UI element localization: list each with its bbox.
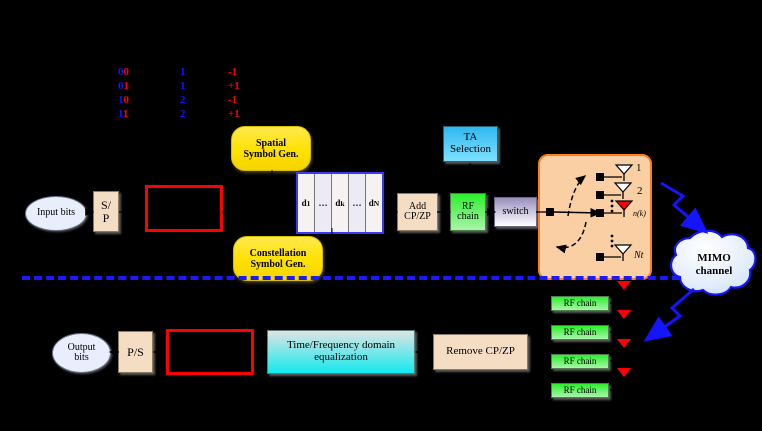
arrow-channel-to-rx	[643, 287, 695, 342]
equalization-line1: Time/Frequency domain	[286, 339, 396, 352]
bit-hi: 1	[118, 94, 124, 106]
equalization-block: Time/Frequency domain equalization	[267, 330, 415, 374]
receive-antenna-1	[610, 310, 631, 333]
callout-constellation-symbol-gen: Constellation Symbol Gen.	[233, 236, 323, 281]
symbol-cell-dots2: …	[349, 174, 366, 232]
symbol-d1-sub: 1	[306, 198, 311, 208]
rf-chain-label: RF chain	[563, 297, 597, 308]
callout-line1: Spatial	[255, 137, 286, 149]
antenna-label-nt: Nt	[634, 250, 644, 261]
sp-line1: S/	[100, 197, 111, 212]
symbol-dk-sub: k	[340, 198, 345, 208]
callout-spatial-symbol-gen: Spatial Symbol Gen.	[231, 126, 311, 171]
serial-to-parallel-block: S/ P	[93, 191, 119, 232]
bit-lo: 1	[123, 80, 130, 92]
receive-antenna-0	[610, 281, 631, 304]
symbol-d1: d	[301, 198, 307, 208]
antenna-index-cell: 2	[180, 108, 186, 120]
symbol-cell: +1	[228, 108, 240, 120]
addcp-line2: CP/ZP	[404, 211, 431, 222]
bit-pair-cell: 01	[118, 80, 158, 92]
sp-line2: P	[102, 210, 110, 225]
symbol-cell: -1	[228, 66, 238, 78]
symbol-cell: -1	[228, 94, 238, 106]
tx-rx-divider	[22, 276, 740, 280]
antenna-label-2: 2	[637, 185, 643, 197]
antenna-index-cell: 2	[180, 94, 186, 106]
arrow-tx-to-channel	[660, 181, 709, 234]
ta-line2: Selection	[450, 143, 491, 155]
switch-label: switch	[502, 205, 529, 217]
bit-lo: 0	[123, 94, 130, 106]
symbol-cell: +1	[228, 80, 240, 92]
channel-line2: channel	[695, 264, 733, 277]
bus-rf3	[542, 361, 551, 391]
antenna-label-1: 1	[636, 162, 642, 174]
output-bits-node: Output bits	[52, 333, 111, 373]
ta-selection-block: TA Selection	[443, 126, 498, 162]
receive-rf-chain-1: RF chain	[551, 325, 609, 340]
receive-antenna-2	[610, 339, 631, 362]
symbol-dN-sub: N	[373, 198, 380, 208]
red-highlight-rect-transmitter	[145, 185, 223, 232]
rf-chain-label: RF chain	[563, 326, 597, 337]
receive-rf-chain-2: RF chain	[551, 354, 609, 369]
bit-pair-cell: 00	[118, 66, 158, 78]
symbol-dN: d	[368, 198, 374, 208]
ta-line1: TA	[463, 131, 478, 144]
antenna-label-active: n(k)	[633, 209, 646, 218]
rf-chain-label: RF chain	[563, 384, 597, 395]
receive-antenna-group	[610, 281, 631, 391]
rf-line1: RF	[461, 200, 475, 212]
bit-pair-cell: 11	[118, 108, 158, 120]
add-cp-zp-block: Add CP/ZP	[397, 193, 438, 231]
receive-rf-chain-3: RF chain	[551, 383, 609, 398]
bus-rf0	[542, 303, 551, 352]
callout-line2: Symbol Gen.	[243, 148, 299, 160]
antenna-index-cell: 1	[180, 66, 186, 78]
callout-line1: Constellation	[249, 247, 307, 259]
receive-antenna-3	[610, 368, 631, 391]
red-highlight-rect-receiver	[166, 329, 254, 375]
bit-lo: 1	[122, 108, 129, 120]
output-bits-line2: bits	[74, 352, 89, 363]
symbol-dots2: …	[352, 198, 362, 208]
output-bits-line1: Output	[67, 341, 96, 353]
antenna-index-cell: 1	[180, 80, 186, 92]
input-bits-node: Input bits	[25, 196, 87, 231]
input-bits-label: Input bits	[36, 207, 76, 219]
symbol-cell-dots1: …	[315, 174, 332, 232]
rf-line2: chain	[457, 211, 479, 222]
addcp-line1: Add	[408, 200, 427, 212]
symbol-dk: d	[335, 198, 341, 208]
channel-line1: MIMO	[697, 252, 731, 264]
symbol-dots1: …	[318, 198, 328, 208]
mimo-channel-label: MIMO channel	[674, 252, 754, 277]
transmit-rf-chain-block: RF chain	[450, 193, 486, 231]
switch-block: switch	[494, 197, 537, 227]
equalization-line2: equalization	[314, 351, 368, 363]
bit-hi: 1	[118, 108, 123, 120]
remove-cp-label: Remove CP/ZP	[446, 345, 515, 358]
remove-cp-zp-block: Remove CP/ZP	[433, 334, 528, 370]
callout-line2: Symbol Gen.	[250, 258, 306, 270]
ps-label: P/S	[127, 344, 144, 359]
parallel-to-serial-block: P/S	[118, 331, 153, 373]
receive-rf-chain-0: RF chain	[551, 296, 609, 311]
bit-hi: 0	[118, 80, 124, 92]
rf-chain-label: RF chain	[563, 355, 597, 366]
bus-rf2	[542, 352, 551, 362]
bit-lo: 0	[123, 66, 130, 78]
bit-hi: 0	[118, 66, 124, 78]
bit-pair-cell: 10	[118, 94, 158, 106]
